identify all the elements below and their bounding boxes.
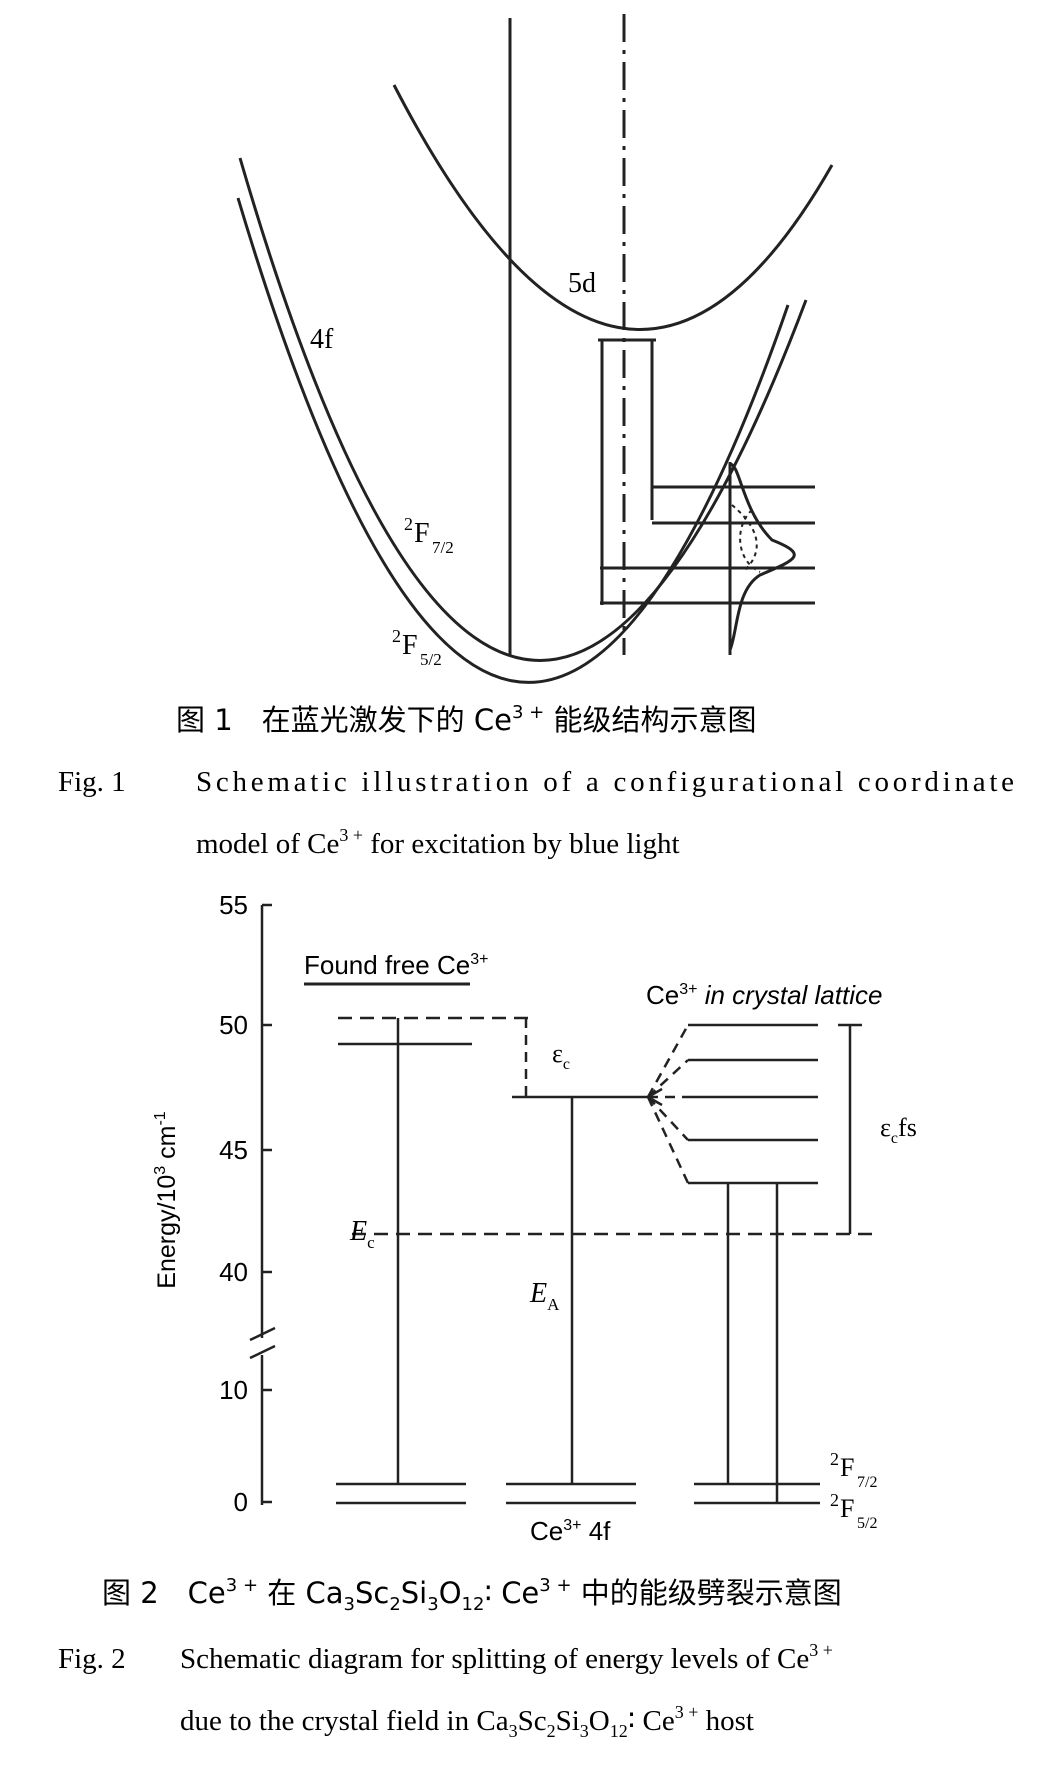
label-ground-4f: Ce3+ 4f <box>530 1516 611 1546</box>
figure1-caption-en-line2: model of Ce3 + for excitation by blue li… <box>196 825 680 860</box>
figure2-caption-en-line1: Schematic diagram for splitting of energ… <box>180 1640 833 1675</box>
tick-label-45: 45 <box>219 1135 248 1165</box>
label-2f52-fig2: 2 F 5/2 <box>830 1490 877 1532</box>
svg-text:F: F <box>840 1453 854 1482</box>
tick-label-10: 10 <box>219 1375 248 1405</box>
svg-text:2: 2 <box>404 514 413 534</box>
label-e-a: EA <box>529 1278 560 1314</box>
svg-text:7/2: 7/2 <box>857 1474 877 1491</box>
label-epsilon-c: εc <box>552 1039 570 1073</box>
split-arrowhead <box>645 1087 663 1107</box>
label-epsilon-c-fs: εcfs <box>880 1113 917 1147</box>
parabola-2f52 <box>236 197 790 684</box>
svg-text:2: 2 <box>830 1449 839 1469</box>
svg-text:2: 2 <box>392 626 401 646</box>
figure1-caption-cn: 图 1 在蓝光激发下的 Ce3 + 能级结构示意图 <box>176 702 756 737</box>
svg-text:F: F <box>414 518 430 549</box>
svg-text:F: F <box>402 630 418 661</box>
svg-text:F: F <box>840 1494 854 1523</box>
svg-text:7/2: 7/2 <box>432 538 454 557</box>
parabola-2f72 <box>238 157 808 662</box>
figure2-caption-cn: 图 2 Ce3 + 在 Ca3Sc2Si3O12∶ Ce3 + 中的能级劈裂示意… <box>102 1575 842 1615</box>
svg-text:5/2: 5/2 <box>857 1515 877 1532</box>
label-2f72-fig1: 2 F 7/2 <box>404 514 454 557</box>
svg-text:2: 2 <box>830 1490 839 1510</box>
parabola-5d <box>392 84 834 331</box>
label-2f72-fig2: 2 F 7/2 <box>830 1449 877 1491</box>
axis-break-2 <box>249 1344 276 1360</box>
tick-label-40: 40 <box>219 1257 248 1287</box>
split-line-1 <box>646 1024 690 1098</box>
y-tick-labels: 55 50 45 40 10 0 <box>219 890 248 1517</box>
label-crystal-lattice: Ce3+ in crystal lattice <box>646 980 882 1010</box>
svg-text:5/2: 5/2 <box>420 650 442 669</box>
label-4f: 4f <box>310 324 334 355</box>
tick-label-50: 50 <box>219 1010 248 1040</box>
tick-label-55: 55 <box>219 890 248 920</box>
emission-subband-2 <box>739 509 761 573</box>
emission-subband-1 <box>731 504 758 571</box>
figure2-caption-en-number: Fig. 2 <box>58 1643 126 1675</box>
axis-break-1 <box>249 1326 276 1342</box>
y-axis-label: Energy/103 cm-1 <box>152 1111 181 1288</box>
label-e-c: Ec <box>349 1216 375 1252</box>
label-free-ion: Found free Ce3+ <box>304 950 488 980</box>
label-2f52-fig1: 2 F 5/2 <box>392 626 442 669</box>
figure2-caption-en-line2: due to the crystal field in Ca3Sc2Si3O12… <box>180 1702 754 1741</box>
emission-band <box>728 462 796 651</box>
tick-label-0: 0 <box>234 1487 248 1517</box>
figure1-caption-en-line1: Schematic illustration of a configuratio… <box>196 766 1014 798</box>
figure1-diagram <box>236 14 834 684</box>
figure1-caption-en-number: Fig. 1 <box>58 766 126 798</box>
split-line-2 <box>647 1059 689 1098</box>
split-line-4 <box>647 1096 689 1141</box>
split-line-5 <box>646 1096 690 1184</box>
figure2-diagram <box>249 903 872 1505</box>
label-5d: 5d <box>568 268 596 299</box>
